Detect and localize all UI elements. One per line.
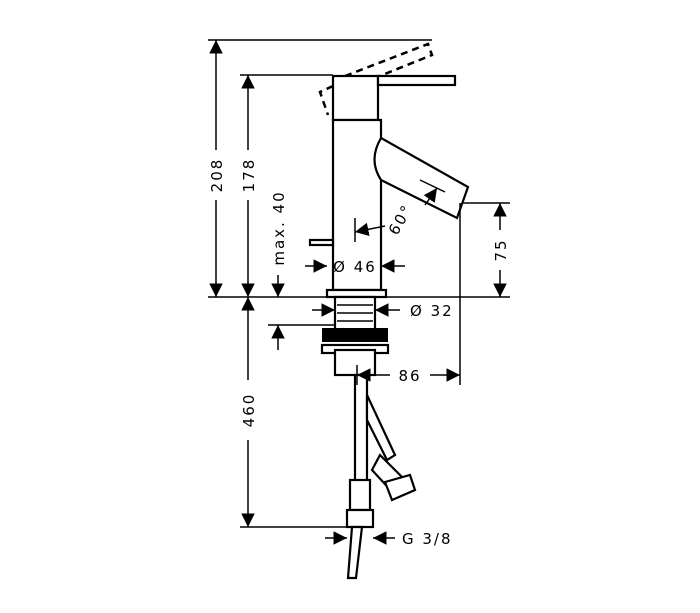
- lever: [376, 74, 457, 87]
- flex-hose: [346, 525, 364, 580]
- hose: [365, 394, 397, 462]
- dim-75: 75: [492, 238, 510, 261]
- raised-lever-outline: [318, 42, 434, 116]
- dim-208: 208: [208, 158, 226, 193]
- pop-up-rod: [308, 238, 335, 247]
- body: [331, 118, 383, 292]
- pipe-fitting: [348, 478, 372, 512]
- dim-178: 178: [240, 158, 258, 193]
- supply-pipe: [353, 373, 369, 492]
- dim-max-40: max. 40: [270, 190, 288, 265]
- dim-460: 460: [240, 393, 258, 428]
- dim-diameter-32: Ø 32: [410, 302, 454, 320]
- connection-nut: [345, 508, 375, 529]
- dimension-lines: [208, 39, 510, 545]
- spout: [373, 136, 470, 220]
- mounting-nut: [322, 328, 388, 342]
- dim-86: 86: [398, 367, 421, 385]
- dim-angle-60: 60°: [385, 201, 417, 238]
- faucet-body: [308, 42, 470, 299]
- dim-g-3-8: G 3/8: [402, 530, 453, 548]
- hose-nut: [383, 473, 417, 502]
- mounting-assembly: [320, 295, 417, 580]
- lower-shank: [333, 348, 377, 377]
- handle-block: [331, 74, 380, 122]
- dim-diameter-46: Ø 46: [333, 258, 377, 276]
